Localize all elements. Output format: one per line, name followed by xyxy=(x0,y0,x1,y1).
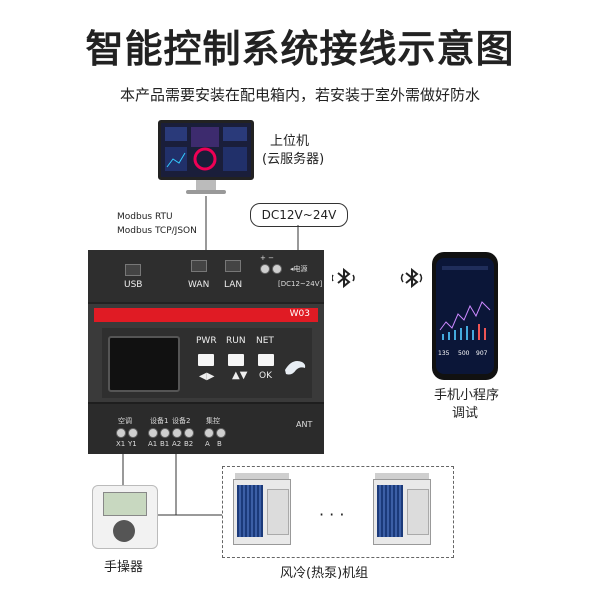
device-top-panel: USB WAN LAN + − ◂电源 [DC12~24V] xyxy=(88,250,324,304)
dolphin-logo-icon xyxy=(285,361,306,375)
terminal-a2-label: A2 xyxy=(172,440,182,448)
host-label-line2: (云服务器) xyxy=(262,152,325,167)
phone-label-line2: 调试 xyxy=(452,406,479,421)
handset-dpad xyxy=(113,520,135,542)
terminal-b2 xyxy=(184,428,194,438)
power-range-label: [DC12~24V] xyxy=(278,280,323,288)
ok-label: OK xyxy=(259,371,272,381)
terminal-x1-label: X1 xyxy=(116,440,126,448)
net-label: NET xyxy=(256,336,274,346)
model-label: W03 xyxy=(289,309,310,319)
power-terminal-plus xyxy=(260,264,270,274)
terminal-group-central: 集控 xyxy=(206,417,220,425)
terminal-x1 xyxy=(116,428,126,438)
terminal-group-ac: 空调 xyxy=(118,417,132,425)
power-supply-label: DC12V~24V xyxy=(250,203,348,227)
terminal-b xyxy=(216,428,226,438)
terminal-b2-label: B2 xyxy=(184,440,194,448)
terminal-a2 xyxy=(172,428,182,438)
page-subtitle: 本产品需要安装在配电箱内，若安装于室外需做好防水 xyxy=(119,86,480,104)
wan-port xyxy=(191,260,207,272)
terminal-panel: 空调 设备1 设备2 集控 X1 Y1 A1 B1 A2 B2 A B ANT xyxy=(88,402,324,454)
lan-port xyxy=(225,260,241,272)
handset-label: 手操器 xyxy=(104,560,144,575)
phone-screen: 135 500 907 xyxy=(436,258,494,374)
up-down-arrow-icon: ▲▼ xyxy=(232,370,248,381)
power-polarity-label: + − xyxy=(260,254,274,262)
net-button[interactable] xyxy=(258,354,274,366)
bluetooth-phone-icon xyxy=(400,267,423,289)
phone-label-line1: 手机小程序 xyxy=(434,388,500,403)
phone-chart-graphic xyxy=(439,266,491,340)
power-terminal-minus xyxy=(272,264,282,274)
terminal-group-dev2: 设备2 xyxy=(172,417,191,425)
bluetooth-icon xyxy=(332,267,355,289)
terminal-a-label: A xyxy=(205,440,210,448)
protocol-label-line1: Modbus RTU xyxy=(117,212,173,222)
heat-pump-unit-2 xyxy=(373,471,431,551)
page-title: 智能控制系统接线示意图 xyxy=(85,27,515,71)
terminal-a1 xyxy=(148,428,158,438)
pwr-label: PWR xyxy=(196,336,217,346)
terminal-a1-label: A1 xyxy=(148,440,158,448)
handset-lcd xyxy=(103,492,147,516)
handheld-controller xyxy=(92,485,158,549)
antenna-label: ANT xyxy=(296,420,313,429)
run-label: RUN xyxy=(226,336,246,346)
terminal-y1 xyxy=(128,428,138,438)
terminal-y1-label: Y1 xyxy=(128,440,137,448)
host-label-line1: 上位机 xyxy=(270,134,310,149)
units-ellipsis: · · · xyxy=(319,505,345,524)
terminal-b1 xyxy=(160,428,170,438)
controller-device: USB WAN LAN + − ◂电源 [DC12~24V] W03 PWR R… xyxy=(88,250,324,454)
phone-stat-1: 135 xyxy=(438,350,450,357)
pwr-button[interactable] xyxy=(198,354,214,366)
usb-port xyxy=(125,264,141,276)
dashboard-graphic xyxy=(165,127,247,171)
power-port-label: ◂电源 xyxy=(290,265,308,273)
phone-stat-3: 907 xyxy=(476,350,488,357)
terminal-group-dev1: 设备1 xyxy=(150,417,169,425)
terminal-a xyxy=(204,428,214,438)
terminal-b1-label: B1 xyxy=(160,440,170,448)
heat-pump-unit-1 xyxy=(233,471,291,551)
lan-label: LAN xyxy=(224,280,243,290)
host-monitor xyxy=(158,120,254,196)
monitor-screen xyxy=(158,120,254,180)
model-strip: W03 xyxy=(94,308,318,322)
smartphone: 135 500 907 xyxy=(432,252,498,380)
terminal-b-label: B xyxy=(217,440,222,448)
units-group-box: · · · xyxy=(222,466,454,558)
units-label: 风冷(热泵)机组 xyxy=(280,566,369,581)
run-button[interactable] xyxy=(228,354,244,366)
usb-label: USB xyxy=(124,280,143,290)
wan-label: WAN xyxy=(188,280,210,290)
left-right-arrow-icon: ◀▶ xyxy=(199,371,215,382)
protocol-label-line2: Modbus TCP/JSON xyxy=(117,226,197,236)
phone-stat-2: 500 xyxy=(458,350,470,357)
device-lcd xyxy=(108,336,180,392)
